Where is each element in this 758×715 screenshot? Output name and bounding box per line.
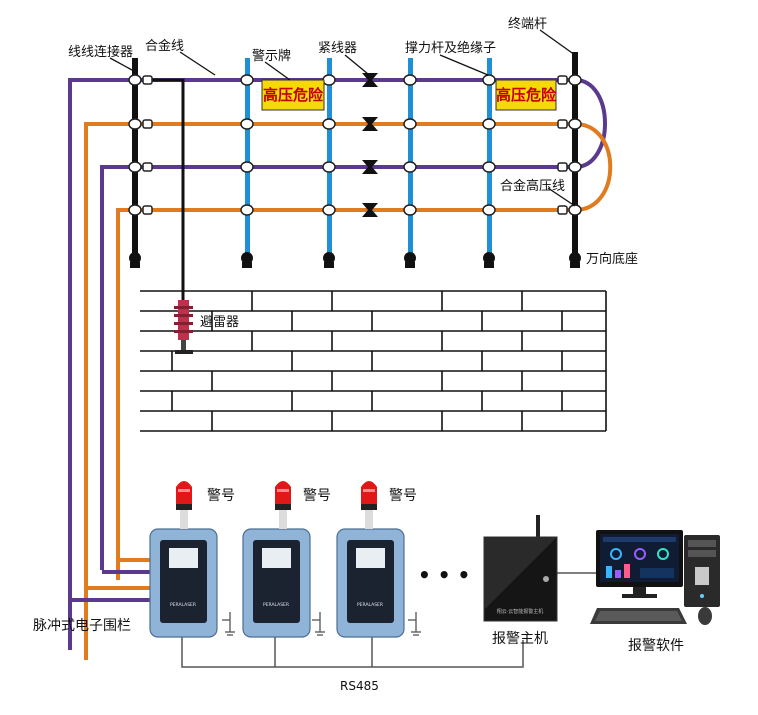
controller-3-brand: PERALASER xyxy=(357,602,383,608)
controller-1: PERALASER xyxy=(149,528,218,638)
base-4 xyxy=(483,252,495,268)
alarm-light-2 xyxy=(275,481,291,529)
label-alloy-wire: 合金线 xyxy=(145,38,184,54)
base-1 xyxy=(241,252,253,268)
alarm-light-1 xyxy=(176,481,192,529)
alarm-host-panel-text: 翔云·云智能报警主机 xyxy=(497,608,544,615)
label-wire-connector: 线线连接器 xyxy=(68,44,133,60)
label-alarm-light-1: 警号 xyxy=(207,488,235,504)
insulators xyxy=(128,74,582,216)
label-support-insulator: 撑力杆及绝缘子 xyxy=(405,40,496,56)
label-pulse-fence: 脉冲式电子围栏 xyxy=(33,618,131,634)
base-3 xyxy=(404,252,416,268)
label-alarm-light-3: 警号 xyxy=(389,488,417,504)
label-warning-sign: 警示牌 xyxy=(252,48,291,64)
controller-2-brand: PERALASER xyxy=(263,602,289,608)
warning-sign-1-text: 高压危险 xyxy=(263,86,324,104)
fence-poles xyxy=(132,52,578,253)
controller-3: PERALASER xyxy=(336,528,405,638)
support-pole-3 xyxy=(408,58,413,253)
tensioners xyxy=(362,73,378,217)
warning-sign-2: 高压危险 xyxy=(495,79,557,111)
support-pole-2 xyxy=(327,58,332,253)
support-pole-4 xyxy=(487,58,492,253)
label-alarm-light-2: 警号 xyxy=(303,488,331,504)
feed-wires xyxy=(70,558,150,602)
universal-base xyxy=(569,252,581,268)
brick-wall xyxy=(140,290,607,432)
end-pole xyxy=(572,52,578,253)
label-lightning-arrester: 避雷器 xyxy=(200,315,239,330)
label-alarm-software: 报警软件 xyxy=(628,638,684,654)
purple-wire-loop xyxy=(574,78,607,169)
label-end-pole: 终端杆 xyxy=(508,16,547,32)
label-universal-base: 万向底座 xyxy=(586,251,638,267)
start-pole xyxy=(132,58,138,253)
base-2 xyxy=(323,252,335,268)
ground-symbols xyxy=(222,612,421,636)
alarm-light-3 xyxy=(361,481,377,529)
pole-bases xyxy=(129,252,581,268)
ground-wire xyxy=(150,78,185,300)
warning-sign-2-text: 高压危险 xyxy=(496,86,557,104)
support-pole-1 xyxy=(245,58,250,253)
controller-2: PERALASER xyxy=(242,528,311,638)
label-alloy-hv-wire: 合金高压线 xyxy=(500,178,565,194)
purple-wire-2 xyxy=(100,165,575,570)
label-rs485: RS485 xyxy=(340,679,379,693)
orange-wire-2 xyxy=(116,208,575,580)
lightning-arrester xyxy=(174,300,193,354)
ellipsis: • • • xyxy=(418,563,470,587)
alarm-host: 翔云·云智能报警主机 xyxy=(483,515,558,622)
warning-sign-1: 高压危险 xyxy=(261,79,325,111)
orange-wire-loop xyxy=(574,122,613,212)
base-start xyxy=(129,252,141,268)
callout-lines xyxy=(109,29,576,207)
alarm-software-pc xyxy=(590,530,720,625)
label-alarm-host: 报警主机 xyxy=(492,631,548,647)
controller-1-brand: PERALASER xyxy=(170,602,196,608)
label-tensioner: 紧线器 xyxy=(318,41,357,56)
